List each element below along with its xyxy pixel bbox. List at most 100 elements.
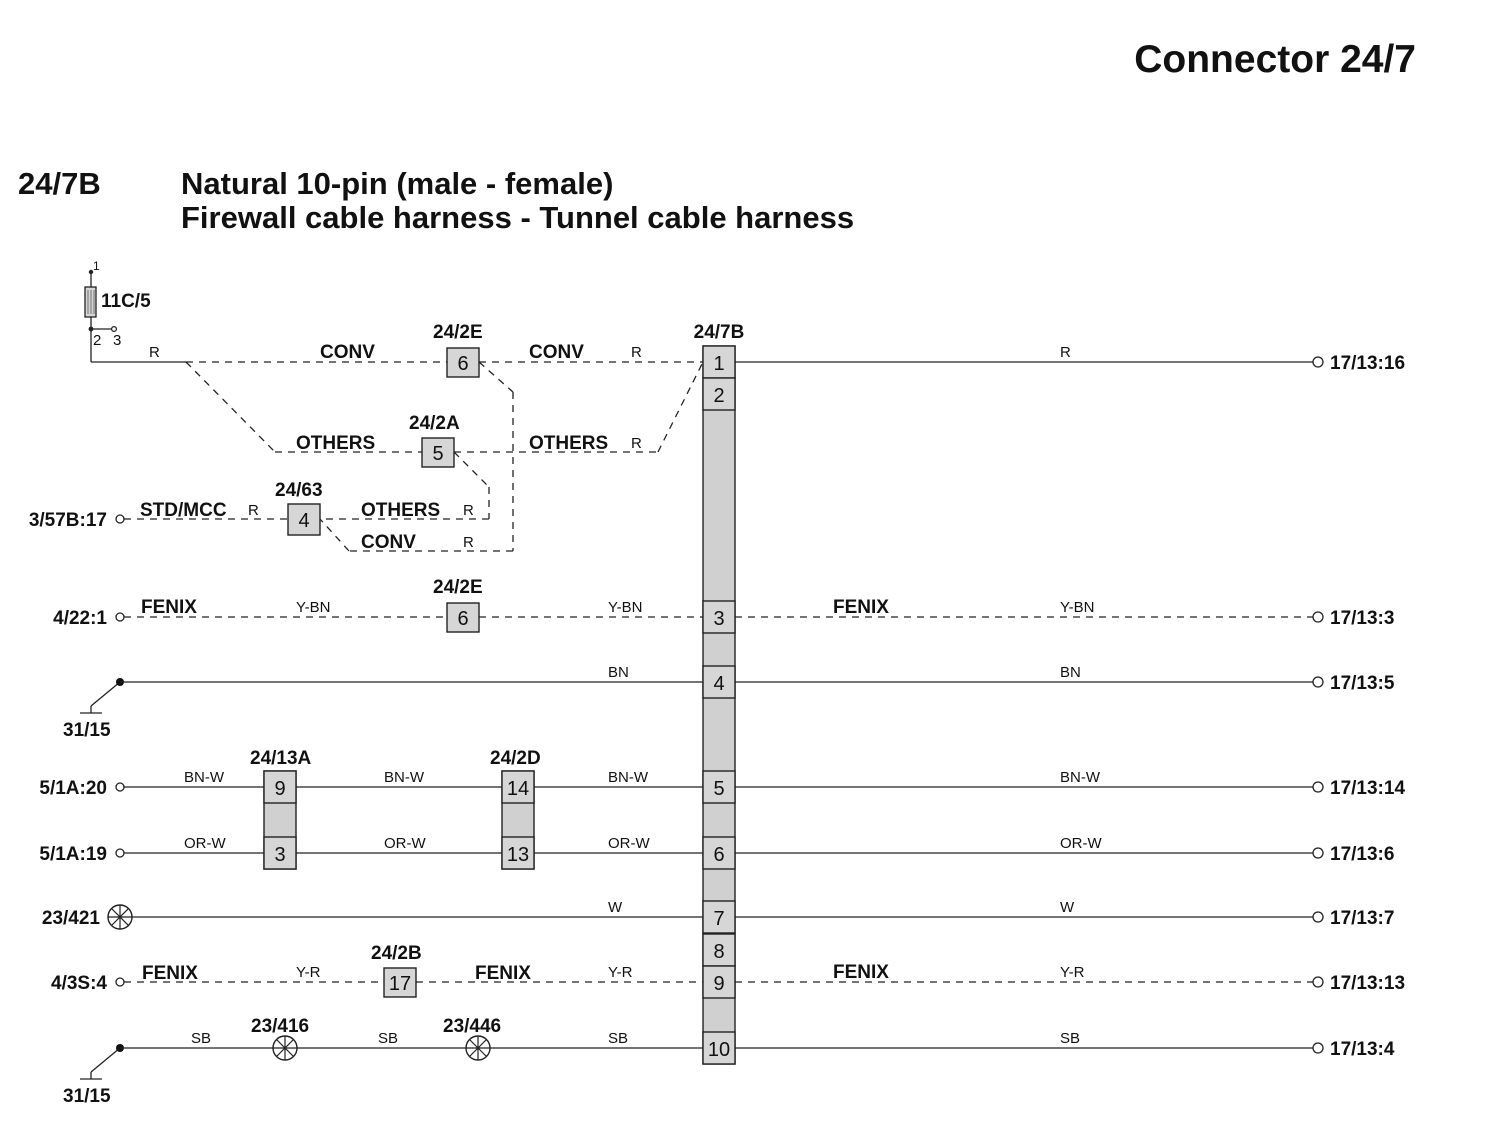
inline-connector-2463-label: 24/63 xyxy=(275,480,323,501)
terminal-label-4-3s-4: 4/3S:4 xyxy=(51,973,107,994)
terminal-label-3-57b-17: 3/57B:17 xyxy=(29,510,107,531)
variant-label-std-mcc: STD/MCC xyxy=(140,500,227,521)
wire-pin-9: 4/3S:4 FENIX Y-R 24/2B 17 FENIX Y-R FENI… xyxy=(51,943,1313,998)
terminal-label-17-13-3: 17/13:3 xyxy=(1330,608,1394,629)
variant-label-fenix: FENIX xyxy=(141,597,197,618)
wire-color-y-r: Y-R xyxy=(608,964,633,981)
connector-pin-5 xyxy=(702,770,736,804)
wire-color-sb: SB xyxy=(191,1030,211,1047)
page-title: Connector 24/7 xyxy=(1134,38,1416,81)
wire-color-sb: SB xyxy=(608,1030,628,1047)
connector-id: 24/7B xyxy=(18,166,101,201)
wire-color-y-r: Y-R xyxy=(296,964,321,981)
fuse-pin-3: 3 xyxy=(113,332,121,349)
lamp-label-23-446: 23/446 xyxy=(443,1016,501,1037)
inline-connector-242e-label: 24/2E xyxy=(433,322,483,343)
connector-pin-6 xyxy=(702,836,736,870)
connector-pin-3 xyxy=(702,600,736,634)
terminal-17-13-7 xyxy=(1312,911,1324,923)
svg-text:7: 7 xyxy=(713,908,724,930)
terminal-label-17-13-7: 17/13:7 xyxy=(1330,908,1394,929)
connector-pin-10 xyxy=(702,1031,736,1065)
svg-text:3: 3 xyxy=(274,844,285,866)
lamp-icon xyxy=(465,1035,491,1061)
terminal-17-13-5 xyxy=(1312,676,1324,688)
terminal-label-4-22-1: 4/22:1 xyxy=(53,608,107,629)
connector-description-line1: Natural 10-pin (male - female) xyxy=(181,166,614,201)
wire-pin-7: 23/421 W W xyxy=(42,899,1313,930)
svg-text:3: 3 xyxy=(713,608,724,630)
connector-description-line2: Firewall cable harness - Tunnel cable ha… xyxy=(181,200,855,235)
lamp-icon xyxy=(272,1035,298,1061)
wire-color-y-bn: Y-BN xyxy=(608,599,642,616)
inline-connector-242d: 24/2D 14 13 xyxy=(490,748,541,870)
connector-pins: 1 2 3 4 5 6 7 8 9 10 xyxy=(702,345,736,1065)
wire-color-or-w: OR-W xyxy=(1060,835,1102,852)
terminal-17-13-6 xyxy=(1312,847,1324,859)
terminal-label-17-13-4: 17/13:4 xyxy=(1330,1039,1395,1060)
wire-color-bn-w: BN-W xyxy=(1060,769,1101,786)
svg-text:13: 13 xyxy=(507,844,529,866)
inline-connector-2413a-label: 24/13A xyxy=(250,748,312,769)
ground-label: 31/15 xyxy=(63,1086,111,1107)
variant-label-fenix: FENIX xyxy=(833,597,889,618)
connector-pin-8 xyxy=(702,933,736,967)
wire-pin-5: 5/1A:20 BN-W BN-W BN-W BN-W xyxy=(39,769,1313,799)
svg-text:2: 2 xyxy=(713,385,724,407)
svg-text:5: 5 xyxy=(713,778,724,800)
connector-pin-2 xyxy=(702,377,736,411)
terminal-5-1a-19 xyxy=(115,848,125,858)
terminal-4-22-1 xyxy=(115,612,125,622)
svg-text:1: 1 xyxy=(713,353,724,375)
svg-text:5: 5 xyxy=(432,443,443,465)
fuse-pin-1: 1 xyxy=(93,259,100,273)
wire-color-w: W xyxy=(608,899,623,916)
terminal-4-3s-4 xyxy=(115,977,125,987)
wire-color-sb: SB xyxy=(378,1030,398,1047)
terminal-label-5-1a-20: 5/1A:20 xyxy=(39,778,107,799)
wire-color-r: R xyxy=(1060,344,1071,361)
terminal-label-17-13-13: 17/13:13 xyxy=(1330,973,1405,994)
wire-color-or-w: OR-W xyxy=(184,835,226,852)
svg-text:14: 14 xyxy=(507,778,529,800)
wire-color-bn-w: BN-W xyxy=(184,769,225,786)
terminal-17-13-4 xyxy=(1312,1042,1324,1054)
svg-text:6: 6 xyxy=(713,844,724,866)
wire-pin-3: 4/22:1 FENIX Y-BN 24/2E 6 Y-BN FENIX Y-B… xyxy=(53,577,1313,633)
wire-color-bn: BN xyxy=(608,664,629,681)
right-terminals: 17/13:16 17/13:3 17/13:5 17/13:14 17/13:… xyxy=(1312,353,1405,1060)
lamp-icon xyxy=(107,904,133,930)
svg-text:8: 8 xyxy=(713,941,724,963)
wire-color-bn: BN xyxy=(1060,664,1081,681)
terminal-17-13-14 xyxy=(1312,781,1324,793)
svg-text:4: 4 xyxy=(298,510,309,532)
wire-color-or-w: OR-W xyxy=(608,835,650,852)
inline-connector-2413a: 24/13A 9 3 xyxy=(250,748,312,870)
svg-text:6: 6 xyxy=(457,353,468,375)
variant-label-conv: CONV xyxy=(529,342,584,363)
wire-color-r: R xyxy=(248,502,259,519)
terminal-17-13-13 xyxy=(1312,976,1324,988)
wire-color-y-r: Y-R xyxy=(1060,964,1085,981)
terminal-label-17-13-16: 17/13:16 xyxy=(1330,353,1405,374)
svg-text:6: 6 xyxy=(457,608,468,630)
wire-color-bn-w: BN-W xyxy=(384,769,425,786)
terminal-5-1a-20 xyxy=(115,782,125,792)
wire-color-y-bn: Y-BN xyxy=(1060,599,1094,616)
wire-color-r: R xyxy=(149,344,160,361)
lamp-label-23-416: 23/416 xyxy=(251,1016,309,1037)
variant-label-fenix: FENIX xyxy=(142,963,198,984)
inline-cavity-242a-5 xyxy=(421,437,455,468)
inline-cavity-242e-6 xyxy=(446,602,480,633)
wire-color-r: R xyxy=(631,344,642,361)
terminal-17-13-16 xyxy=(1312,356,1324,368)
wire-color-y-bn: Y-BN xyxy=(296,599,330,616)
inline-connector-242b-label: 24/2B xyxy=(371,943,422,964)
wire-pin-10: 31/15 SB 23/416 SB 23/446 SB SB xyxy=(63,1016,1313,1107)
fuse-11c5: 1 11C/5 2 3 xyxy=(84,259,151,362)
variant-label-conv: CONV xyxy=(320,342,375,363)
terminal-label-17-13-6: 17/13:6 xyxy=(1330,844,1394,865)
svg-text:9: 9 xyxy=(274,778,285,800)
terminal-3-57b-17 xyxy=(115,514,125,524)
